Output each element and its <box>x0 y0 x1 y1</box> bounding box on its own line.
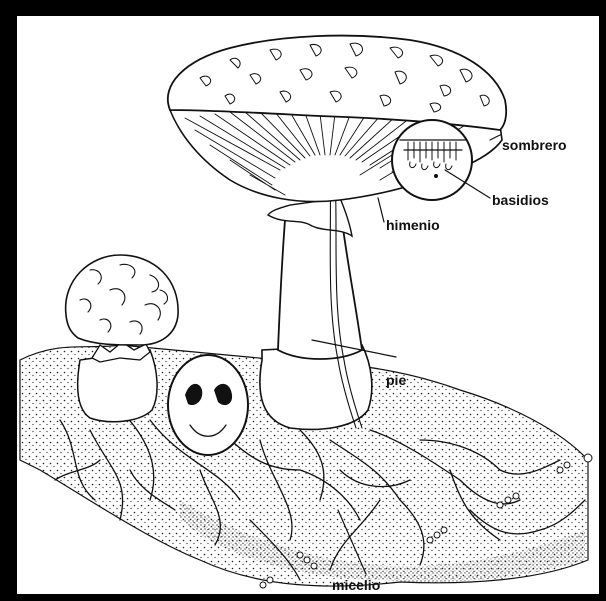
label-micelio: micelio <box>332 577 380 593</box>
label-pie: pie <box>386 372 406 388</box>
label-sombrero: sombrero <box>502 137 567 153</box>
button-stage <box>168 355 248 455</box>
leader-himenio <box>378 198 384 222</box>
magnified-inset <box>392 120 472 200</box>
label-himenio: himenio <box>386 217 440 233</box>
label-basidios: basidios <box>492 192 549 208</box>
